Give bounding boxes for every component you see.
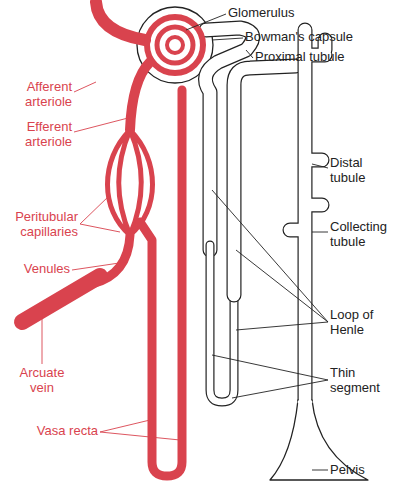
collecting-wall xyxy=(290,30,325,405)
leader-line xyxy=(186,14,226,30)
part-label: Afferent arteriole xyxy=(6,80,72,110)
leader-line xyxy=(212,190,328,322)
part-label: Arcuate vein xyxy=(12,366,72,396)
leader-line xyxy=(80,195,110,224)
leader-line xyxy=(80,224,120,232)
leader-line xyxy=(72,262,126,270)
efferent-vessel xyxy=(130,62,150,130)
arcuate-vessel xyxy=(22,276,100,322)
leader-line xyxy=(100,420,150,432)
part-label: Pelvis xyxy=(330,463,400,478)
leader-line xyxy=(312,232,328,233)
part-label: Peritubular capillaries xyxy=(0,210,78,240)
part-label: Vasa recta xyxy=(0,424,98,439)
part-label: Collecting tubule xyxy=(330,220,402,250)
vasa-recta-vessel xyxy=(140,90,182,476)
leader-line xyxy=(232,380,328,398)
part-label: Distal tubule xyxy=(330,156,380,186)
leader-line xyxy=(312,164,328,168)
leader-line xyxy=(246,50,253,58)
part-label: Glomerulus xyxy=(228,6,318,21)
leader-line xyxy=(74,82,96,92)
part-label: Loop of Henle xyxy=(330,308,382,338)
leader-line xyxy=(236,250,328,322)
leader-line xyxy=(74,118,128,132)
glomerulus-loop xyxy=(157,27,193,63)
part-label: Bowman's capsule xyxy=(245,30,365,45)
part-label: Efferent arteriole xyxy=(6,120,72,150)
leader-line xyxy=(312,470,328,471)
glomerulus-loop xyxy=(147,17,203,73)
part-label: Proximal tubule xyxy=(255,50,365,65)
leader-lines xyxy=(186,14,328,470)
leader-line xyxy=(212,38,243,40)
blood-vessels xyxy=(22,2,203,476)
leader-line xyxy=(236,322,328,330)
glomerulus-loop xyxy=(167,37,183,53)
capillary-loops xyxy=(108,130,153,235)
leader-line xyxy=(42,312,43,364)
tubule-lumen xyxy=(234,66,296,295)
collecting-lumen xyxy=(290,30,325,405)
pelvis-joint xyxy=(299,401,311,404)
afferent-vessel xyxy=(96,2,145,40)
leader-line xyxy=(100,432,180,440)
part-label: Venules xyxy=(10,262,70,277)
part-label: Thin segment xyxy=(330,366,392,396)
tubule-wall xyxy=(234,66,296,295)
leader-line xyxy=(212,355,328,380)
